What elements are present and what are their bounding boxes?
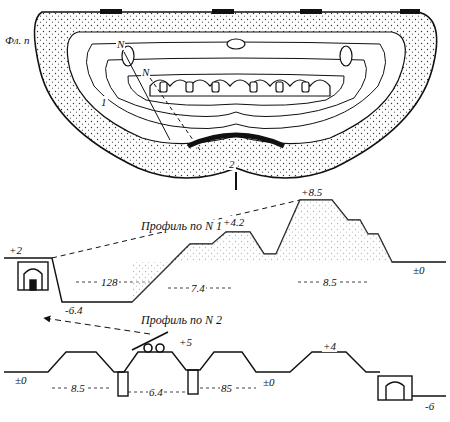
dimension-label: N: [116, 38, 125, 50]
dimension-label: N: [141, 66, 150, 78]
profile-1-fill: [132, 200, 392, 302]
dimension-label: +4: [322, 340, 337, 352]
dimension-label: +5: [178, 336, 193, 348]
profile-2: [4, 352, 446, 400]
passage: [235, 172, 237, 190]
gun-emplacements: [150, 80, 330, 96]
line-of-fire: [44, 318, 150, 334]
dimension-label: ±0: [412, 264, 426, 276]
front-blocks: [100, 9, 420, 14]
dimension-label: 8.5: [70, 382, 86, 394]
dimension-label: 128: [100, 276, 119, 288]
dimension-label: ±0: [262, 376, 276, 388]
section-line: [150, 78, 200, 150]
dimension-label: 7.4: [190, 282, 206, 294]
dimension-label: 6.4: [148, 386, 164, 398]
dimension-label: 2: [228, 158, 236, 170]
dimension-label: +4.2: [222, 216, 245, 228]
dimension-label: Фл. п: [4, 34, 30, 46]
profile-title: Профиль по N 2: [140, 314, 223, 326]
traverses: [122, 39, 352, 66]
dimension-label: +2: [8, 244, 23, 256]
dimension-label: 85: [220, 382, 233, 394]
gorge-casemate: [188, 135, 284, 146]
dimension-label: -6.4: [64, 304, 83, 316]
contour-lines: [86, 42, 385, 129]
gun-symbol: [132, 332, 168, 352]
dimension-label: 1: [100, 96, 108, 108]
profile-title: Профиль по N 1: [140, 220, 223, 232]
dimension-label: ±0: [14, 374, 28, 386]
dimension-label: -6: [424, 400, 435, 412]
inner-court: [67, 32, 405, 144]
profile-1: [4, 200, 446, 302]
dimension-label: 8.5: [322, 276, 338, 288]
dimension-label: +8.5: [300, 186, 323, 198]
fort-outline: [34, 12, 436, 178]
